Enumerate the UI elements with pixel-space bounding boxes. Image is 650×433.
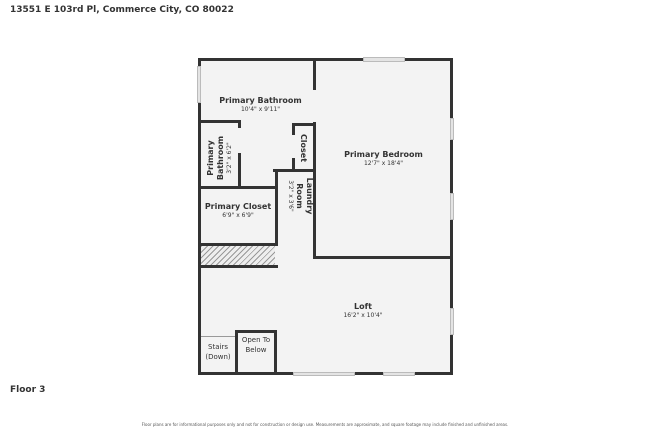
wall [198, 120, 241, 123]
wall [275, 169, 278, 246]
window [383, 372, 415, 376]
floor-label: Floor 3 [10, 385, 46, 395]
window [450, 118, 454, 140]
stairs-down: Stairs (Down) [205, 343, 231, 361]
wall [198, 243, 278, 246]
window [450, 308, 454, 335]
room-primary-bathroom-small: Primary Bathroom 3'2" x 6'2" [206, 135, 233, 181]
wall [292, 123, 315, 126]
window [197, 66, 201, 103]
hatched-area [201, 246, 275, 265]
window [363, 57, 405, 62]
wall [313, 122, 316, 258]
wall [198, 265, 278, 268]
wall [273, 169, 315, 172]
open-to-below: Open To Below [241, 336, 271, 354]
stair-line [201, 336, 235, 337]
wall [198, 186, 278, 189]
listing-address: 13551 E 103rd Pl, Commerce City, CO 8002… [10, 5, 234, 15]
wall [235, 330, 238, 375]
wall [198, 58, 453, 61]
window [450, 193, 454, 220]
wall [274, 330, 277, 375]
disclaimer: Floor plans are for informational purpos… [141, 422, 509, 427]
wall [238, 120, 241, 128]
wall [313, 256, 453, 259]
wall [238, 153, 241, 188]
wall [198, 58, 201, 375]
window [293, 372, 355, 376]
wall [292, 158, 295, 171]
wall [235, 330, 277, 333]
wall [292, 123, 295, 135]
wall [313, 58, 316, 90]
